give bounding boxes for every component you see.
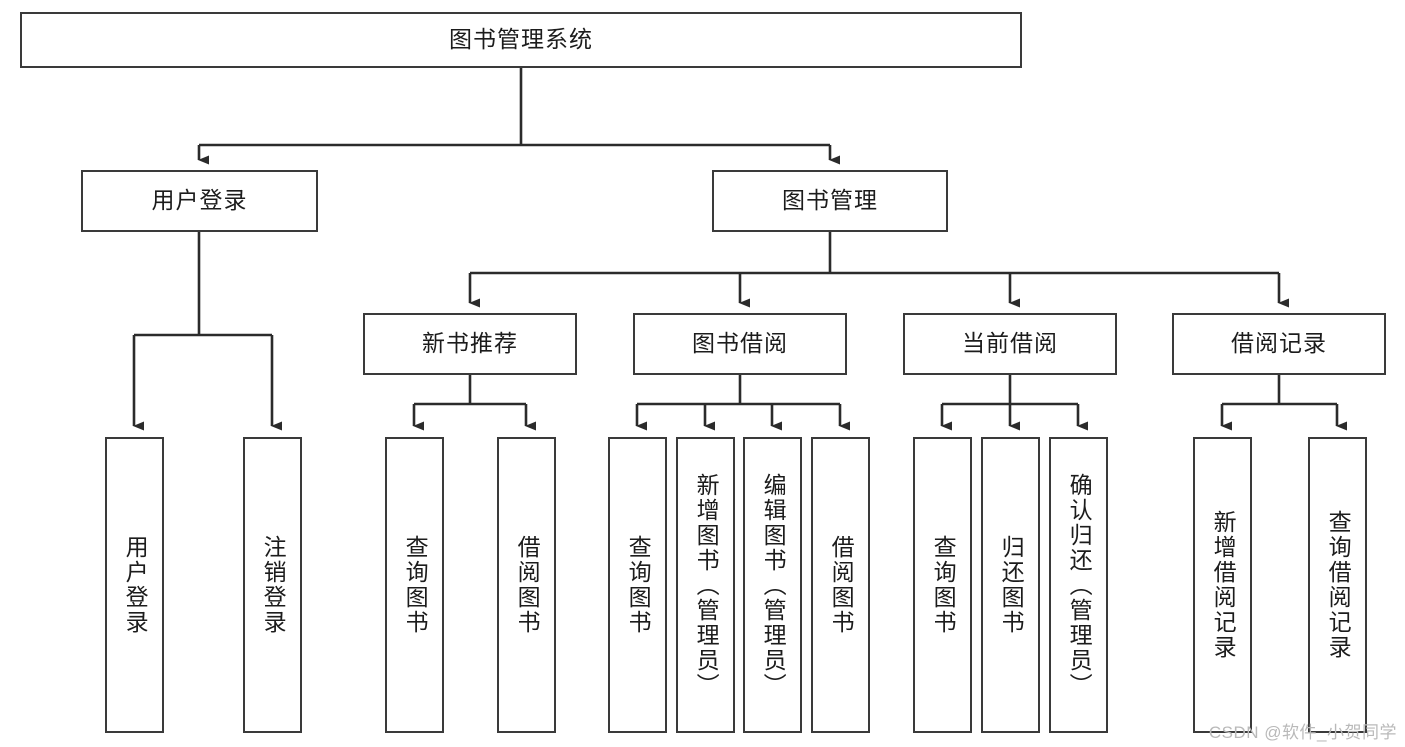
node-label: 查询图书	[402, 535, 429, 635]
leaf-current-borrow-query-book[interactable]: 查询图书	[913, 437, 972, 733]
node-root-book-management-system[interactable]: 图书管理系统	[20, 12, 1022, 68]
node-label: 用户登录	[151, 187, 248, 214]
leaf-book-borrow-add-book-admin[interactable]: 新增图书（管理员）	[676, 437, 735, 733]
node-label: 图书借阅	[692, 330, 788, 357]
leaf-book-borrow-edit-book-admin[interactable]: 编辑图书（管理员）	[743, 437, 802, 733]
leaf-user-login-login[interactable]: 用户登录	[105, 437, 164, 733]
node-label: 查询图书	[930, 535, 957, 635]
node-label: 图书管理系统	[449, 26, 593, 53]
leaf-new-book-borrow-book[interactable]: 借阅图书	[497, 437, 556, 733]
node-label: 查询借阅记录	[1325, 510, 1352, 660]
node-label: 查询图书	[625, 535, 652, 635]
node-label: 注销登录	[260, 535, 287, 635]
node-label: 借阅图书	[514, 535, 541, 635]
node-label: 借阅记录	[1231, 330, 1327, 357]
node-label: 新增图书（管理员）	[693, 472, 720, 698]
node-user-login[interactable]: 用户登录	[81, 170, 318, 232]
node-label: 编辑图书（管理员）	[760, 472, 787, 698]
node-label: 图书管理	[782, 187, 878, 214]
node-book-borrow[interactable]: 图书借阅	[633, 313, 847, 375]
node-label: 归还图书	[998, 535, 1025, 635]
node-label: 用户登录	[122, 535, 149, 635]
node-label: 借阅图书	[828, 535, 855, 635]
node-borrow-record[interactable]: 借阅记录	[1172, 313, 1386, 375]
node-label: 新书推荐	[422, 330, 518, 357]
leaf-book-borrow-borrow-book[interactable]: 借阅图书	[811, 437, 870, 733]
leaf-book-borrow-query-book[interactable]: 查询图书	[608, 437, 667, 733]
node-new-book-recommend[interactable]: 新书推荐	[363, 313, 577, 375]
leaf-user-login-logout[interactable]: 注销登录	[243, 437, 302, 733]
leaf-borrow-record-add-record[interactable]: 新增借阅记录	[1193, 437, 1252, 733]
node-current-borrow[interactable]: 当前借阅	[903, 313, 1117, 375]
leaf-current-borrow-return-book[interactable]: 归还图书	[981, 437, 1040, 733]
leaf-borrow-record-query-record[interactable]: 查询借阅记录	[1308, 437, 1367, 733]
leaf-current-borrow-confirm-return-admin[interactable]: 确认归还（管理员）	[1049, 437, 1108, 733]
node-label: 确认归还（管理员）	[1066, 472, 1093, 698]
node-book-management[interactable]: 图书管理	[712, 170, 948, 232]
node-label: 新增借阅记录	[1210, 510, 1237, 660]
leaf-new-book-query-book[interactable]: 查询图书	[385, 437, 444, 733]
node-label: 当前借阅	[962, 330, 1058, 357]
